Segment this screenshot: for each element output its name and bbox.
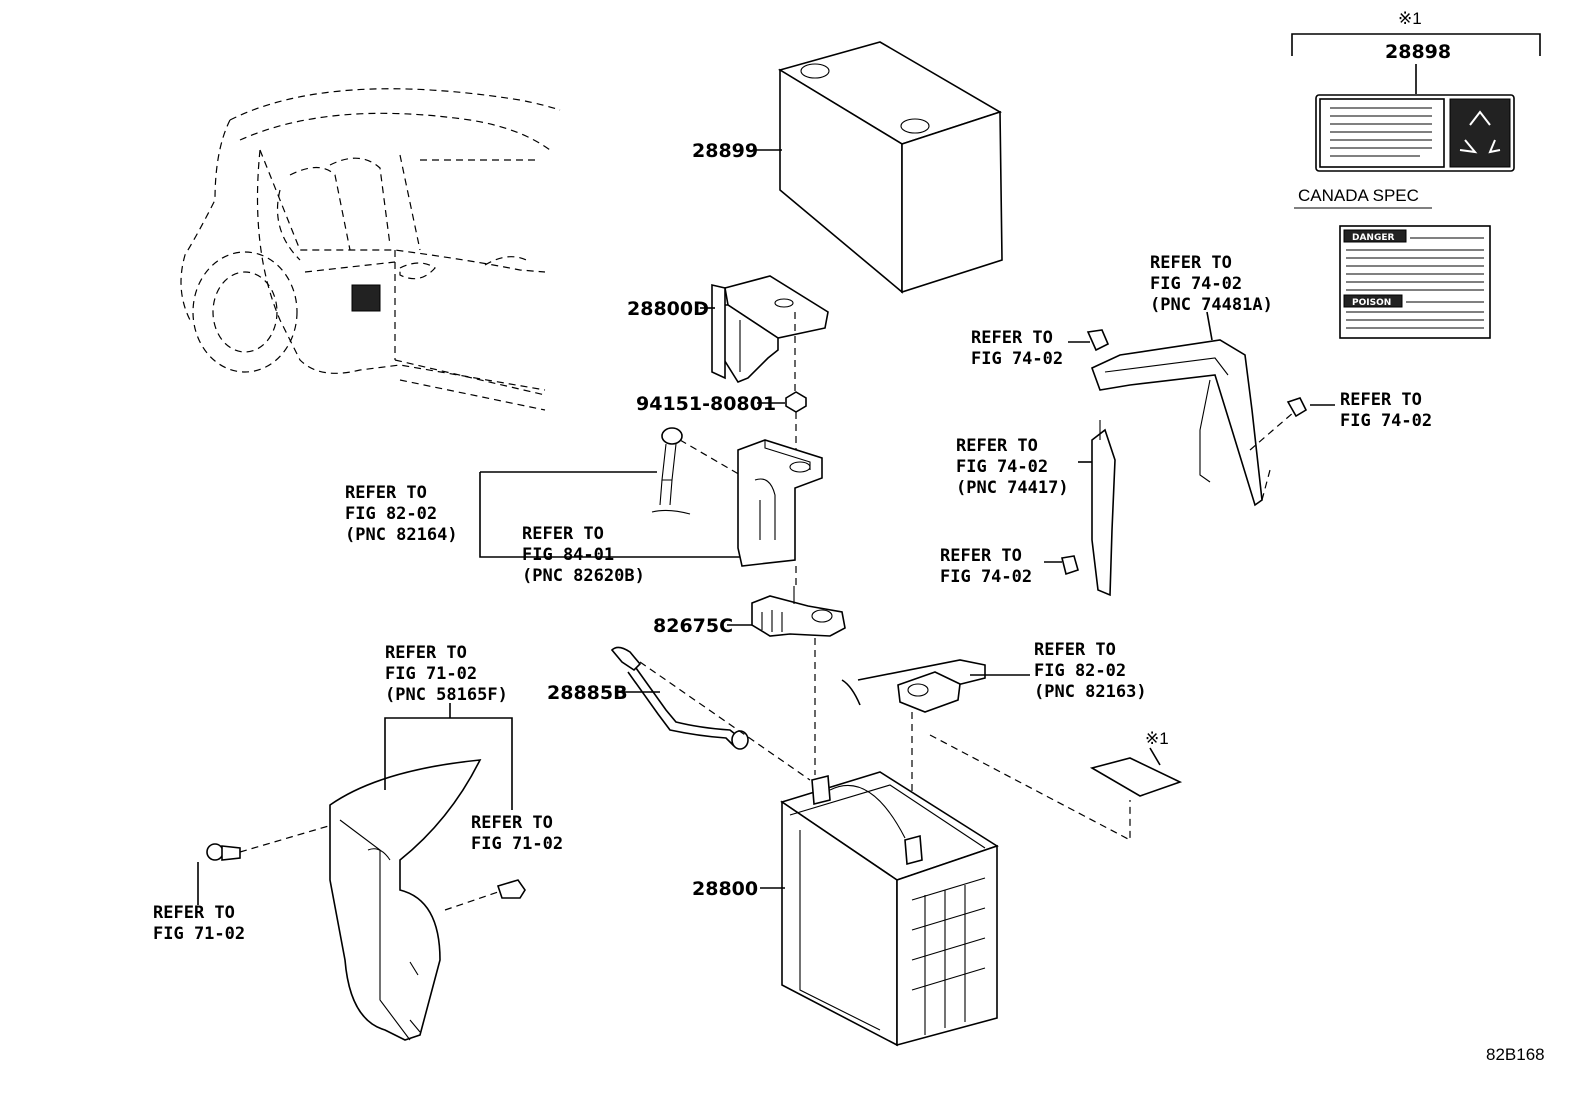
cable-82163 xyxy=(841,659,986,713)
part-number-94151-80801: 94151-80801 xyxy=(636,393,776,415)
label-placement-marker xyxy=(1089,747,1183,797)
battery-location-marker xyxy=(351,284,381,312)
danger-poison-label: DANGER POISON xyxy=(1339,225,1491,339)
svg-text:REFER TO: REFER TO xyxy=(1340,390,1422,410)
reference-fig-71-02-pnc-58165f: REFER TO FIG 71-02 (PNC 58165F) xyxy=(385,643,508,705)
svg-text:(PNC 82163): (PNC 82163) xyxy=(1034,682,1147,702)
svg-text:REFER TO: REFER TO xyxy=(471,813,553,833)
svg-text:FIG 71-02: FIG 71-02 xyxy=(471,834,563,854)
svg-text:FIG 71-02: FIG 71-02 xyxy=(153,924,245,944)
svg-text:FIG 71-02: FIG 71-02 xyxy=(385,664,477,684)
svg-text:(PNC 82164): (PNC 82164) xyxy=(345,525,458,545)
svg-text:FIG 82-02: FIG 82-02 xyxy=(1034,661,1126,681)
nut-94151-80801 xyxy=(785,391,807,413)
svg-text:REFER TO: REFER TO xyxy=(956,436,1038,456)
battery-cover-28899 xyxy=(778,41,1003,294)
svg-text:(PNC 82620B): (PNC 82620B) xyxy=(522,566,645,586)
diagram-id: 82B168 xyxy=(1486,1045,1545,1064)
svg-text:FIG 74-02: FIG 74-02 xyxy=(940,567,1032,587)
reference-fig-74-02-nut-c: REFER TO FIG 74-02 xyxy=(940,546,1032,587)
svg-text:REFER TO: REFER TO xyxy=(385,643,467,663)
svg-text:REFER TO: REFER TO xyxy=(940,546,1022,566)
svg-text:FIG 84-01: FIG 84-01 xyxy=(522,545,614,565)
reference-fig-74-02-pnc-74481a: REFER TO FIG 74-02 (PNC 74481A) xyxy=(1150,253,1273,315)
recycle-icon xyxy=(1459,110,1501,154)
danger-text: DANGER xyxy=(1352,233,1395,243)
svg-text:FIG 74-02: FIG 74-02 xyxy=(1340,411,1432,431)
svg-text:FIG 74-02: FIG 74-02 xyxy=(1150,274,1242,294)
clip-fastener xyxy=(444,879,526,911)
battery-tray-liner xyxy=(329,759,482,1041)
part-number-28800: 28800 xyxy=(692,878,758,900)
reference-fig-74-02-pnc-74417: REFER TO FIG 74-02 (PNC 74417) xyxy=(956,436,1069,498)
svg-text:REFER TO: REFER TO xyxy=(522,524,604,544)
reference-fig-74-02-nut-b: REFER TO FIG 74-02 xyxy=(1340,390,1432,431)
battery-28800 xyxy=(780,771,999,1047)
svg-text:FIG 74-02: FIG 74-02 xyxy=(971,349,1063,369)
reference-fig-82-02-pnc-82164: REFER TO FIG 82-02 (PNC 82164) xyxy=(345,483,458,545)
svg-text:FIG 82-02: FIG 82-02 xyxy=(345,504,437,524)
svg-text:(PNC 58165F): (PNC 58165F) xyxy=(385,685,508,705)
svg-text:FIG 74-02: FIG 74-02 xyxy=(956,457,1048,477)
reference-fig-74-02-nut-a: REFER TO FIG 74-02 xyxy=(971,328,1063,369)
terminal-clamp-82675c xyxy=(751,586,846,637)
leader-82620b xyxy=(479,472,740,558)
svg-text:(PNC 74417): (PNC 74417) xyxy=(956,478,1069,498)
cable-28885b xyxy=(610,646,811,781)
push-pin-fastener xyxy=(206,824,333,861)
part-number-28899: 28899 xyxy=(692,140,758,162)
svg-text:REFER TO: REFER TO xyxy=(153,903,235,923)
svg-text:REFER TO: REFER TO xyxy=(345,483,427,503)
battery-hold-down xyxy=(1061,329,1308,597)
canada-spec-heading: CANADA SPEC xyxy=(1298,186,1419,205)
leader-58165f xyxy=(384,717,513,810)
poison-text: POISON xyxy=(1352,298,1391,308)
part-number-82675c: 82675C xyxy=(653,615,733,637)
part-number-28800d: 28800D xyxy=(627,298,709,320)
label-bracket xyxy=(1291,33,1541,56)
svg-text:REFER TO: REFER TO xyxy=(1034,640,1116,660)
note-marker-upper: ※1 xyxy=(1398,9,1422,28)
svg-text:REFER TO: REFER TO xyxy=(971,328,1053,348)
cable-82164 xyxy=(651,427,743,515)
reference-fig-71-02-clip: REFER TO FIG 71-02 xyxy=(471,813,563,854)
reference-fig-84-01-pnc-82620b: REFER TO FIG 84-01 (PNC 82620B) xyxy=(522,524,645,586)
part-number-28898: 28898 xyxy=(1385,41,1451,63)
svg-text:REFER TO: REFER TO xyxy=(1150,253,1232,273)
terminal-cover-28800d xyxy=(711,275,829,383)
leader-74481a xyxy=(1206,311,1213,341)
svg-text:(PNC 74481A): (PNC 74481A) xyxy=(1150,295,1273,315)
vehicle-outline xyxy=(180,88,561,411)
reference-fig-82-02-pnc-82163: REFER TO FIG 82-02 (PNC 82163) xyxy=(1034,640,1147,702)
note-marker-lower: ※1 xyxy=(1145,729,1169,748)
part-number-28885b: 28885B xyxy=(547,682,628,704)
reference-fig-71-02-pin: REFER TO FIG 71-02 xyxy=(153,903,245,944)
fusible-link-block xyxy=(737,439,823,567)
recycle-label xyxy=(1315,94,1515,172)
